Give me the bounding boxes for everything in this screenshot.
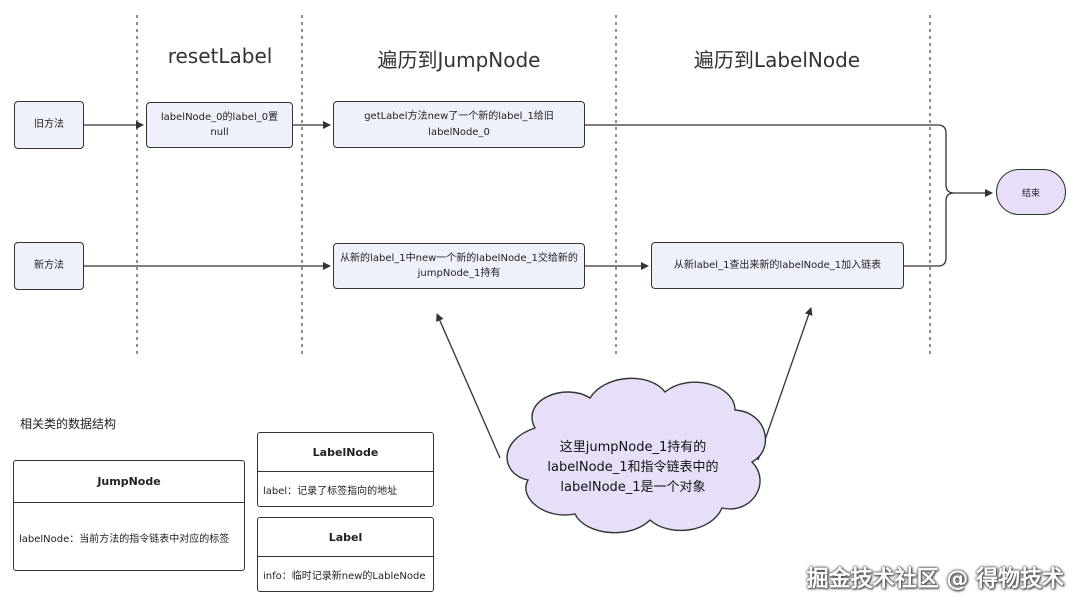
node-old-reset-text: labelNode_0的label_0置null xyxy=(160,111,279,139)
struct-label-node-field: label：记录了标签指向的地址 xyxy=(263,486,398,497)
struct-jump-node-field: labelNode：当前方法的指令链表中对应的标签 xyxy=(19,533,230,545)
column-title-reset-label: resetLabel xyxy=(167,44,273,68)
arrow-old-jump-to-end xyxy=(585,124,993,197)
struct-label: Label info：临时记录新new的LableNode xyxy=(257,517,434,592)
struct-label-node: LabelNode label：记录了标签指向的地址 xyxy=(257,432,434,507)
node-new-jump: 从新的label_1中new一个新的labelNode_1交给新的jumpNod… xyxy=(333,243,585,289)
row-old-method: 旧方法 xyxy=(14,101,84,149)
node-old-jump: getLabel方法new了一个新的label_1给旧labelNode_0 xyxy=(333,101,585,148)
node-old-jump-text: getLabel方法new了一个新的label_1给旧labelNode_0 xyxy=(364,111,554,138)
watermark: 掘金技术社区 @ 得物技术 xyxy=(806,567,1064,592)
struct-jump-node: JumpNode labelNode：当前方法的指令链表中对应的标签 xyxy=(13,460,245,571)
struct-label-field: info：临时记录新new的LableNode xyxy=(263,571,426,582)
node-new-label-text: 从新label_1查出来新的labelNode_1加入链表 xyxy=(673,259,882,271)
node-old-reset: labelNode_0的label_0置null xyxy=(146,102,293,148)
cloud-callout xyxy=(506,377,767,534)
column-dividers xyxy=(136,15,931,358)
node-new-jump-text: 从新的label_1中new一个新的labelNode_1交给新的jumpNod… xyxy=(340,252,578,280)
arrow-cloud-to-jump xyxy=(436,313,501,459)
struct-jump-node-title: JumpNode xyxy=(14,461,244,503)
arrow-new-label-to-end xyxy=(904,192,955,267)
cloud-callout-text: 这里jumpNode_1持有的labelNode_1和指令链表中的labelNo… xyxy=(547,440,719,496)
structures-heading: 相关类的数据结构 xyxy=(20,417,117,431)
row-new-method: 新方法 xyxy=(14,242,84,290)
arrow-cloud-to-label xyxy=(757,307,813,461)
struct-label-node-title: LabelNode xyxy=(258,433,433,472)
node-end: 结束 xyxy=(996,169,1066,215)
row-old-method-label: 旧方法 xyxy=(34,119,64,131)
struct-label-title: Label xyxy=(258,518,433,557)
column-title-label-node: 遍历到LabelNode xyxy=(693,48,861,72)
column-title-jump-node: 遍历到JumpNode xyxy=(377,48,541,72)
node-end-text: 结束 xyxy=(1021,188,1040,199)
row-new-method-label: 新方法 xyxy=(34,260,64,272)
node-new-label: 从新label_1查出来新的labelNode_1加入链表 xyxy=(651,242,904,289)
